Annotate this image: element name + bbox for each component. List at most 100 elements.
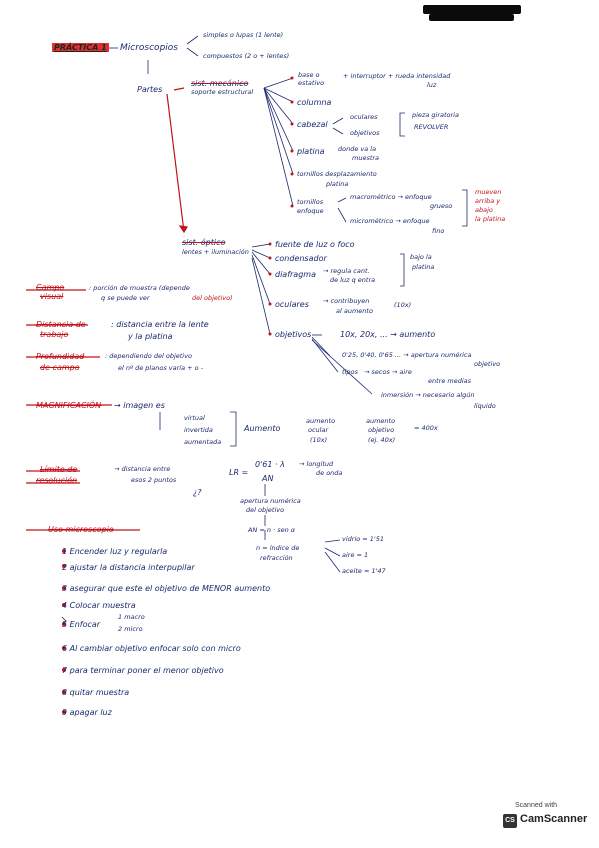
prof-desc-1: : dependiendo del objetivo — [105, 352, 192, 360]
interruptor-label: + interruptor + rueda intensidad — [343, 72, 451, 80]
prof-desc-2: el nº de planos varía + o - — [118, 364, 204, 372]
camscanner-logo-icon: CS — [503, 814, 517, 828]
camscanner-watermark: Scanned with CS CamScanner — [503, 802, 587, 836]
aumento-obj-2: objetivo — [368, 426, 395, 434]
regula-2: de luz q entra — [330, 276, 376, 284]
lr-denominator: AN — [262, 474, 274, 483]
tornillos-desp-1: tornillos desplazamiento — [297, 170, 377, 178]
condensador-label: condensador — [275, 254, 327, 263]
tornillos-enf-2: enfoque — [297, 207, 324, 215]
aumento-title: Aumento — [244, 424, 281, 433]
oculares-opt-label: oculares — [275, 300, 309, 309]
vidrio-label: vidrio = 1'51 — [342, 535, 385, 543]
columna-label: columna — [297, 98, 332, 107]
campo-title-2: visual — [40, 292, 64, 301]
n-2: refracción — [260, 554, 293, 562]
practice-title: PRÁCTICA 1 — [52, 43, 109, 52]
aumento-obj-1: aumento — [366, 417, 396, 425]
mecanico-sub: soporte estructural — [191, 88, 254, 96]
secos-label: → secos → aire — [364, 368, 412, 376]
bajo-1: bajo la — [410, 253, 432, 261]
contribuyen-2: al aumento — [336, 307, 373, 315]
mueven-4: la platina — [475, 215, 506, 223]
platina-note-1: donde va la — [338, 145, 377, 153]
bajo-2: platina — [412, 263, 435, 271]
campo-desc-1: : porción de muestra (depende — [89, 284, 190, 292]
optico-title: sist. óptico — [182, 238, 226, 247]
luz-label: luz — [427, 81, 437, 89]
campo-title-1: Campo — [36, 283, 65, 292]
mueven-2: arriba y — [475, 197, 501, 205]
macro-label: macrométrico → enfoque — [350, 193, 432, 201]
revolver-label: REVOLVER — [414, 123, 449, 131]
aumentada-label: aumentada — [184, 438, 222, 446]
inmersion-label: inmersión → necesario algún — [381, 391, 475, 399]
prof-title-2: de campo — [40, 363, 80, 372]
mag-title: MAGNIFICACIÓN — [36, 401, 102, 410]
n-1: n = índice de — [256, 544, 300, 552]
aceite-label: aceite = 1'47 — [342, 567, 386, 575]
virtual-label: virtual — [184, 414, 205, 422]
objetivo-lbl: objetivo — [474, 360, 501, 368]
pieza-label: pieza giratoria — [412, 111, 459, 119]
invertida-label: invertida — [184, 426, 213, 434]
mecanico-title: sist. mecánico — [191, 79, 249, 88]
tipos-label: tipos — [342, 368, 358, 376]
aumento-ocular-3: (10x) — [310, 436, 328, 444]
uso-step-6: 6 Al cambiar objetivo enfocar solo con m… — [62, 644, 241, 653]
contribuyen-1: → contribuyen — [323, 297, 370, 305]
oculares-label: oculares — [350, 113, 378, 121]
dist-desc-2: y la platina — [128, 332, 173, 341]
redacted-name-2 — [429, 14, 514, 21]
objetivos-label: objetivos — [350, 129, 380, 137]
apertura-1: apertura numérica — [240, 497, 301, 505]
partes-label: Partes — [137, 85, 163, 94]
optico-sub: lentes + iluminación — [182, 248, 249, 256]
mueven-3: abajo — [475, 206, 493, 214]
objetivos-opt-label: objetivos — [275, 330, 312, 339]
uso-step-5: 5 Enfocar — [62, 620, 101, 629]
limite-desc-1: → distancia entre — [114, 465, 171, 473]
uso-step-9: 9 apagar luz — [62, 708, 112, 717]
mueven-1: mueven — [475, 188, 502, 196]
platina-label: platina — [297, 147, 325, 156]
camscanner-name: CamScanner — [520, 813, 588, 825]
fino-label: fino — [432, 227, 445, 235]
simples-label: simples o lupas (1 lente) — [203, 31, 284, 39]
aumento-ocular-2: ocular — [308, 426, 329, 434]
x10-label: (10x) — [394, 301, 412, 309]
dist-title-1: Distancia de — [36, 320, 86, 329]
uso-step-2: 2 ajustar la distancia interpupilar — [62, 563, 195, 572]
micro-label: micrométrico → enfoque — [350, 217, 430, 225]
aumentos-label: 10x, 20x, ... → aumento — [340, 330, 436, 339]
dist-desc-1: : distancia entre la lente — [111, 320, 209, 329]
campo-desc-2: q se puede ver — [101, 294, 150, 302]
apertura-2: del objetivo — [246, 506, 285, 514]
uso-step-1: 1 Encender luz y regularla — [62, 547, 168, 556]
uso-step-4: 4 Colocar muestra — [62, 601, 136, 610]
diafragma-label: diafragma — [275, 270, 316, 279]
aperturas-label: 0'25, 0'40, 0'65 ... → apertura numérica — [342, 351, 472, 359]
liquido-label: líquido — [474, 402, 496, 410]
grueso-label: grueso — [430, 202, 453, 210]
limite-question: ¿? — [193, 488, 202, 497]
entre-label: entre medias — [428, 377, 472, 385]
uso-step-8: 8 quitar muestra — [62, 688, 130, 697]
lr-numerator: 0'61 · λ — [255, 460, 285, 469]
campo-desc-3: del objetivo) — [192, 294, 233, 302]
base-label: base o — [298, 71, 320, 79]
redacted-name — [423, 5, 521, 14]
mag-desc: → imagen es — [114, 401, 165, 410]
uso-step-5-macro: 1 macro — [118, 613, 145, 621]
limite-title-1: Límite de — [40, 465, 78, 474]
lr-label: LR = — [229, 468, 249, 477]
prof-title-1: Profundidad — [36, 352, 85, 361]
limite-title-2: resolución — [36, 476, 78, 485]
longitud-2: de onda — [316, 469, 343, 477]
aire-label: aire = 1 — [342, 551, 369, 559]
dist-title-2: trabajo — [40, 330, 69, 339]
limite-desc-2: esos 2 puntos — [131, 476, 177, 484]
tornillos-desp-2: platina — [326, 180, 349, 188]
uso-step-3: 3 asegurar que este el objetivo de MENOR… — [62, 584, 271, 593]
